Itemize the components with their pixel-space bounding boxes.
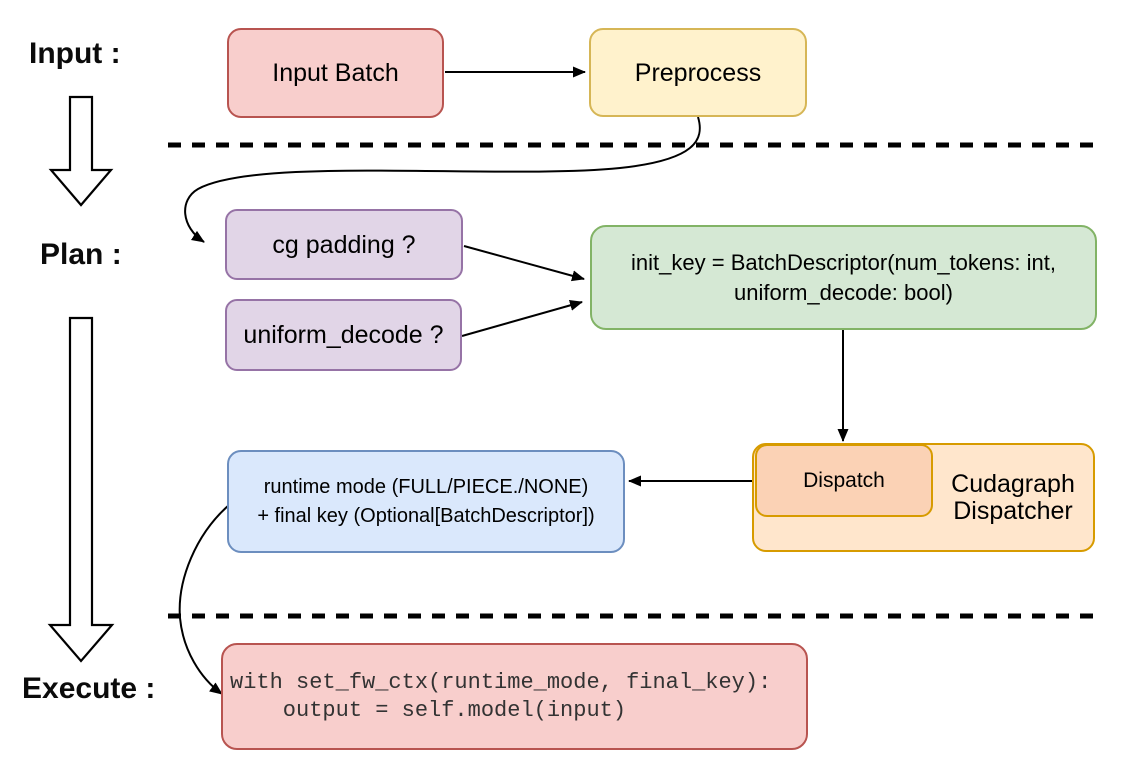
stage-label-input: Input : xyxy=(29,37,121,70)
node-execute-code-line2: output = self.model(input) xyxy=(230,697,627,723)
node-preprocess: Preprocess xyxy=(589,28,807,117)
node-runtime-mode-line1: runtime mode (FULL/PIECE./NONE) xyxy=(263,475,589,498)
node-init-key-line2: uniform_decode: bool) xyxy=(734,279,953,305)
node-input-batch: Input Batch xyxy=(227,28,444,118)
stage-label-plan: Plan : xyxy=(40,238,122,271)
connector-uniform-decode-to-init-key xyxy=(461,299,583,337)
node-cudagraph-dispatcher-line1: Cudagraph xyxy=(951,469,1075,498)
node-cg-padding-label: cg padding ? xyxy=(272,230,416,259)
connector-cg-padding-to-init-key xyxy=(463,245,585,282)
node-input-batch-label: Input Batch xyxy=(272,59,399,87)
stage-flow-arrow-input-to-plan-icon xyxy=(48,95,114,207)
node-cudagraph-dispatcher-line2: Dispatcher xyxy=(953,496,1073,525)
node-uniform-decode-label: uniform_decode ? xyxy=(243,321,444,349)
stage-label-execute: Execute : xyxy=(22,672,156,705)
node-dispatch: Dispatch xyxy=(755,444,933,517)
node-runtime-mode: runtime mode (FULL/PIECE./NONE) + final … xyxy=(227,450,625,553)
node-runtime-mode-line2: + final key (Optional[BatchDescriptor]) xyxy=(257,504,595,527)
node-dispatch-label: Dispatch xyxy=(803,468,885,492)
node-cudagraph-dispatcher-label: Cudagraph Dispatcher xyxy=(930,443,1096,552)
node-execute-code-line1: with set_fw_ctx(runtime_mode, final_key)… xyxy=(230,669,772,695)
node-preprocess-label: Preprocess xyxy=(634,58,762,87)
node-execute-code: with set_fw_ctx(runtime_mode, final_key)… xyxy=(221,643,808,750)
node-init-key-line1: init_key = BatchDescriptor(num_tokens: i… xyxy=(631,249,1056,275)
stage-flow-arrow-plan-to-execute-icon xyxy=(47,316,115,663)
node-uniform-decode: uniform_decode ? xyxy=(225,299,462,371)
node-cg-padding: cg padding ? xyxy=(225,209,463,280)
node-init-key: init_key = BatchDescriptor(num_tokens: i… xyxy=(590,225,1097,330)
